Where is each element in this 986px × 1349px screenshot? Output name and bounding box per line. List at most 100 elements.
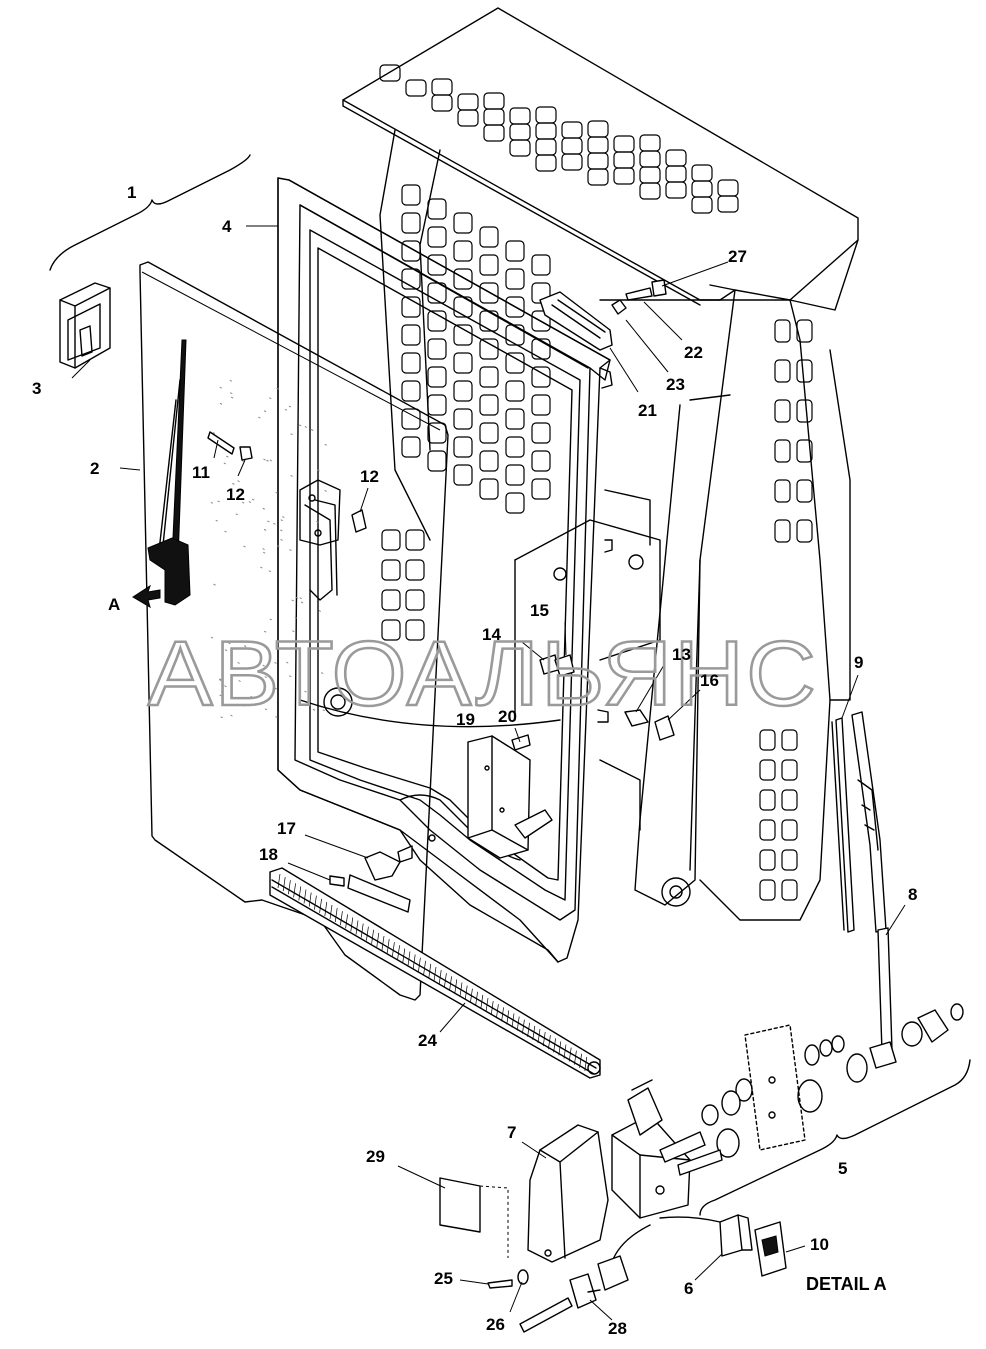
seal-texture-line bbox=[345, 914, 348, 929]
glass-reflection-mark bbox=[262, 507, 265, 510]
glass-reflection-mark bbox=[220, 716, 223, 719]
glass-reflection-mark bbox=[251, 498, 255, 501]
latch-17 bbox=[329, 834, 436, 913]
seal-texture-line bbox=[501, 1007, 504, 1022]
side-vent-slot bbox=[759, 879, 776, 901]
callout-16: 16 bbox=[700, 671, 719, 690]
side-vent-slot bbox=[531, 310, 551, 332]
side-vent-slot bbox=[505, 464, 525, 486]
view-arrow-a bbox=[132, 584, 161, 609]
side-vent-slot bbox=[796, 439, 813, 463]
side-vent-slot bbox=[427, 338, 447, 360]
seal-texture-line bbox=[366, 926, 369, 941]
roof-vent-slot bbox=[535, 154, 557, 172]
decal-29 bbox=[439, 1177, 509, 1258]
glass-reflection-mark bbox=[250, 695, 253, 698]
glass-reflection-mark bbox=[300, 601, 304, 604]
side-vent-slot bbox=[505, 492, 525, 514]
side-vent-slot bbox=[453, 212, 473, 234]
seal-texture-line bbox=[308, 892, 312, 907]
callout-6: 6 bbox=[684, 1279, 693, 1298]
roof-vent-slot bbox=[405, 79, 427, 97]
glass-reflection-mark bbox=[262, 664, 265, 667]
side-vent-slot bbox=[479, 338, 499, 360]
callout-25: 25 bbox=[434, 1269, 453, 1288]
seal-texture-line bbox=[574, 1050, 577, 1065]
glass-reflection-mark bbox=[213, 583, 216, 586]
glass-reflection-mark bbox=[224, 530, 227, 533]
roof-vent-slot bbox=[639, 134, 661, 152]
seal-texture-line bbox=[418, 957, 421, 972]
side-vent-slot bbox=[774, 319, 791, 343]
glass-reflection-mark bbox=[277, 545, 280, 548]
seal-texture-line bbox=[376, 932, 380, 947]
side-vent-slot bbox=[427, 226, 447, 248]
side-vent-slot bbox=[479, 254, 499, 276]
wiper-arm-8 bbox=[851, 711, 897, 1069]
callout-14: 14 bbox=[482, 625, 501, 644]
seal-texture-line bbox=[397, 945, 400, 960]
glass-reflection-mark bbox=[291, 599, 294, 602]
roof-vent-slot bbox=[457, 93, 479, 111]
callout-20: 20 bbox=[498, 707, 517, 726]
glass-reflection-mark bbox=[210, 501, 214, 504]
glass-reflection-mark bbox=[237, 480, 240, 483]
roof-vent-slot bbox=[431, 94, 453, 112]
seal-strip-24 bbox=[269, 867, 601, 1079]
glass-reflection-mark bbox=[320, 672, 324, 674]
seal-texture-line bbox=[496, 1004, 499, 1019]
callout-5: 5 bbox=[838, 1159, 847, 1178]
callout-2: 2 bbox=[90, 459, 99, 478]
callout-29: 29 bbox=[366, 1147, 385, 1166]
glass-reflection-mark bbox=[228, 642, 231, 645]
side-vent-slot bbox=[381, 529, 401, 551]
side-vent-slot bbox=[479, 366, 499, 388]
glass-reflection-mark bbox=[288, 405, 292, 408]
glass-reflection-mark bbox=[263, 630, 267, 633]
glass-reflection-mark bbox=[235, 513, 239, 516]
glass-reflection-mark bbox=[260, 566, 263, 569]
callout-7: 7 bbox=[507, 1123, 516, 1142]
glass-reflection-mark bbox=[212, 432, 216, 434]
side-vent-slot bbox=[453, 324, 473, 346]
side-vent-slot bbox=[401, 352, 421, 374]
glass-reflection-mark bbox=[310, 429, 314, 431]
roof-vent-slot bbox=[639, 166, 661, 184]
side-vent-slot bbox=[505, 240, 525, 262]
side-vent-slot bbox=[774, 399, 791, 423]
watermark: АВТОАЛЬЯНС bbox=[148, 623, 818, 725]
side-vent-slot bbox=[381, 589, 401, 611]
glass-reflection-mark bbox=[263, 458, 266, 461]
side-vent-slot bbox=[479, 450, 499, 472]
side-vent-slot bbox=[427, 394, 447, 416]
side-vent-slot bbox=[453, 408, 473, 430]
glass-reflection-mark bbox=[304, 426, 308, 428]
side-vent-slot bbox=[427, 450, 447, 472]
glass-reflection-mark bbox=[219, 386, 223, 389]
glass-reflection-mark bbox=[269, 459, 273, 462]
glass-reflection-mark bbox=[230, 714, 233, 717]
side-vent-slot bbox=[405, 559, 425, 581]
seal-texture-line bbox=[329, 904, 333, 920]
roof-vent-slot bbox=[587, 120, 609, 138]
side-vent-slot bbox=[531, 394, 551, 416]
glass-reflection-mark bbox=[229, 379, 232, 382]
glass-reflection-mark bbox=[282, 516, 285, 519]
side-vent-slot bbox=[781, 729, 798, 751]
glass-reflection-mark bbox=[322, 709, 325, 712]
glass-reflection-mark bbox=[230, 392, 233, 395]
roof-vent-slot bbox=[509, 139, 531, 157]
glass-reflection-mark bbox=[223, 462, 227, 465]
side-vent-slot bbox=[453, 464, 473, 486]
seal-texture-line bbox=[553, 1038, 556, 1053]
glass-reflection-mark bbox=[316, 520, 319, 523]
side-vent-slot bbox=[505, 324, 525, 346]
glass-reflection-mark bbox=[263, 410, 267, 413]
side-vent-slot bbox=[774, 479, 791, 503]
screw-25-washer-26 bbox=[487, 1269, 529, 1289]
roof-vent-slot bbox=[509, 107, 531, 125]
side-vent-slot bbox=[531, 254, 551, 276]
connector-28 bbox=[519, 1273, 601, 1333]
side-vent-slot bbox=[401, 212, 421, 234]
